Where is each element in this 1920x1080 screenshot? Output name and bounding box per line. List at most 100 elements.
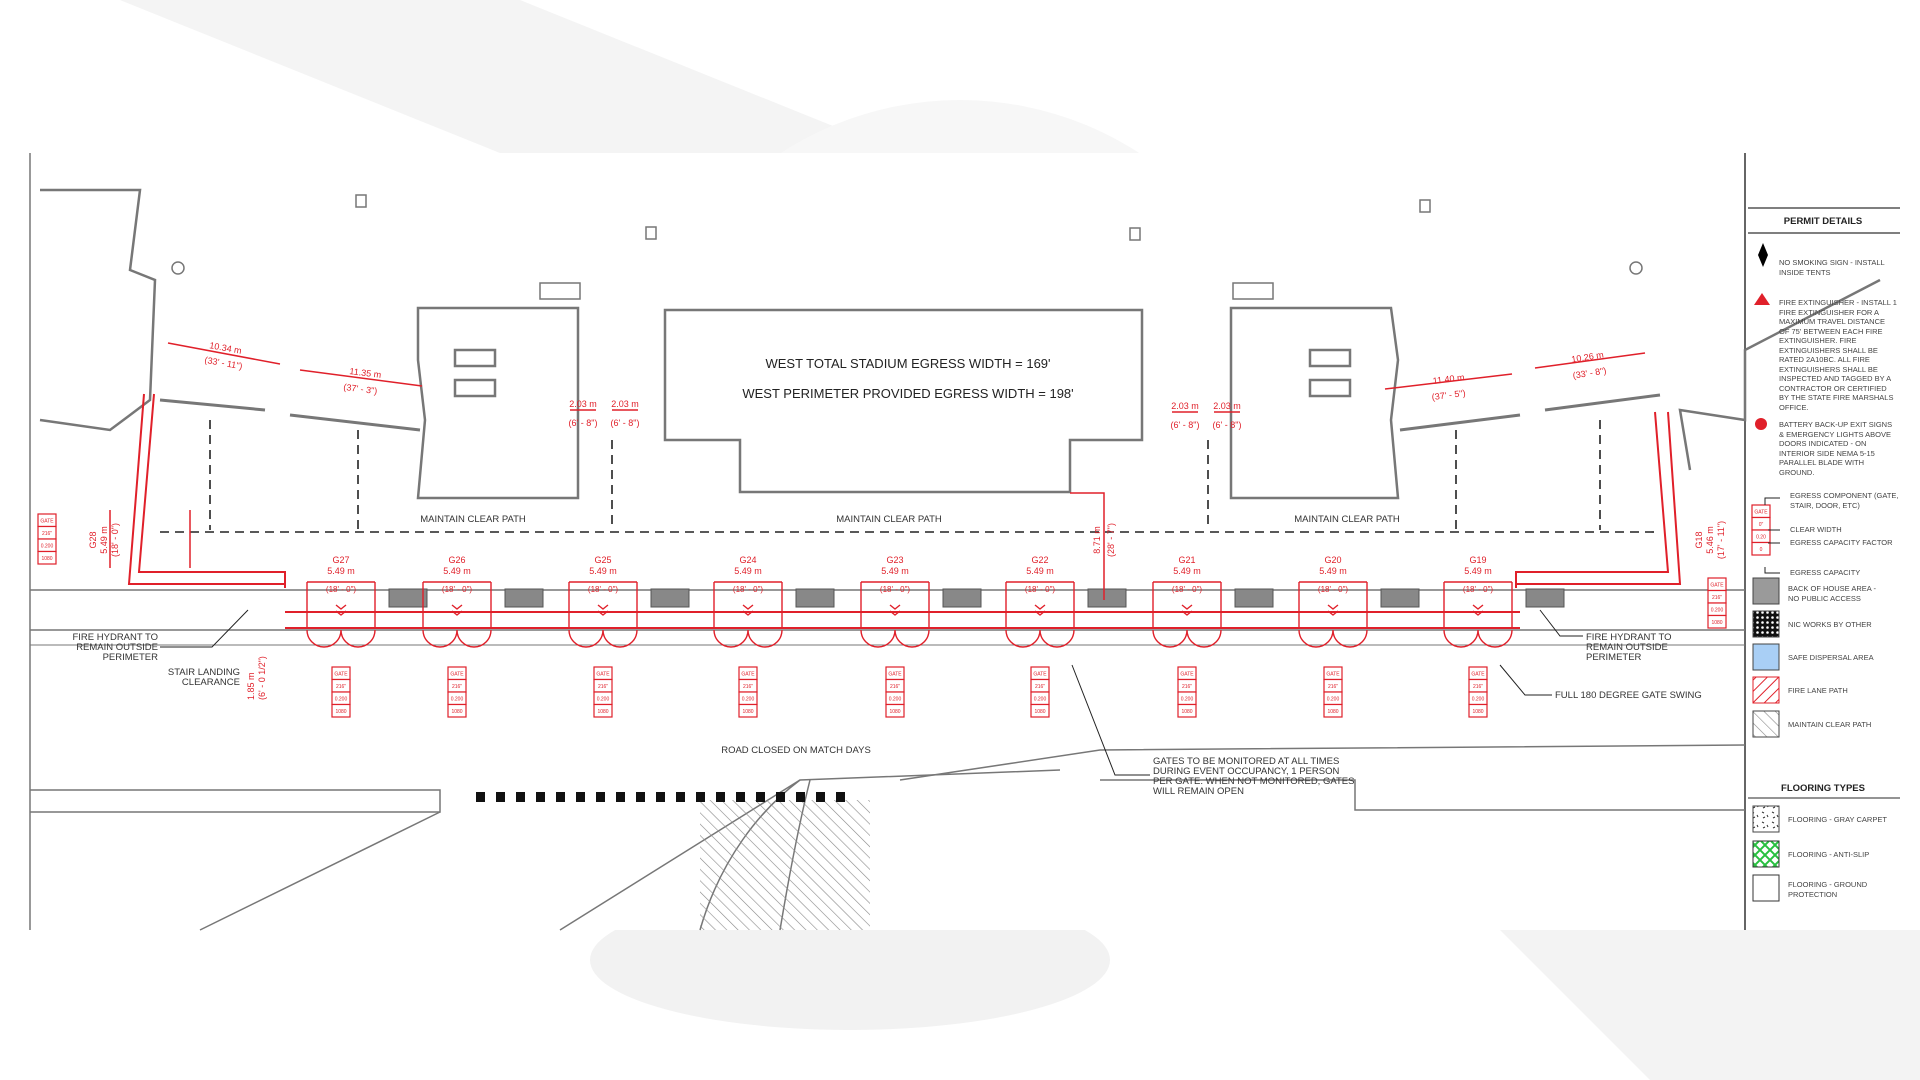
gate-box-factor: 0.200 — [597, 697, 610, 703]
gate-box-capacity: 1080 — [1472, 709, 1483, 715]
svg-text:REMAIN OUTSIDE: REMAIN OUTSIDE — [76, 642, 158, 653]
chevron-down-icon — [1181, 604, 1193, 616]
dimension-text: (6' - 8") — [1213, 420, 1242, 430]
gate-id: G21 — [1178, 555, 1195, 565]
gate-box-label: GATE — [1471, 672, 1485, 678]
carpet-swatch — [1752, 805, 1780, 833]
gate-box-capacity: 1080 — [335, 709, 346, 715]
svg-text:(18' - 0"): (18' - 0") — [110, 523, 120, 557]
barrier-block — [776, 792, 785, 802]
barrier-block — [676, 792, 685, 802]
legend-ground: FLOORING - GROUND PROTECTION — [1788, 880, 1868, 899]
gate-width-imperial: (18' - 0") — [1318, 585, 1348, 594]
svg-text:FIRE HYDRANT TO: FIRE HYDRANT TO — [1586, 632, 1672, 643]
fire-hydrant-left-note: FIRE HYDRANT TO REMAIN OUTSIDE PERIMETER — [72, 609, 249, 663]
clear-path-label: MAINTAIN CLEAR PATH — [1294, 514, 1400, 525]
gate-width-imperial: (18' - 0") — [326, 585, 356, 594]
svg-text:PERIMETER: PERIMETER — [1586, 652, 1642, 663]
gate-swing-arc — [306, 629, 376, 648]
gate-box-clear-width: 216" — [452, 684, 462, 690]
barrier-block — [836, 792, 845, 802]
dimension-text: 11.40 m — [1432, 372, 1465, 386]
gate-swing-arc — [422, 629, 492, 648]
clear-path-label: MAINTAIN CLEAR PATH — [420, 514, 526, 525]
gate-box-label: GATE — [888, 672, 902, 678]
fire-lane-swatch — [1752, 676, 1780, 704]
svg-text:PERIMETER: PERIMETER — [103, 652, 159, 663]
gate-box-factor: 0.20 — [1756, 535, 1766, 541]
anti-slip-swatch — [1752, 840, 1780, 868]
gate-box-label: GATE — [40, 519, 54, 525]
gate-box-factor: 0.200 — [1034, 697, 1047, 703]
gate-box-factor: 0.200 — [1472, 697, 1485, 703]
gate-box-factor: 0.200 — [1181, 697, 1194, 703]
gate-box-factor: 0.200 — [335, 697, 348, 703]
provided-egress-text: WEST PERIMETER PROVIDED EGRESS WIDTH = 1… — [742, 386, 1073, 401]
barrier-block — [536, 792, 545, 802]
kiosk — [942, 588, 982, 608]
gate-swing-arc — [1443, 629, 1513, 648]
gate-id: G25 — [594, 555, 611, 565]
gate-box-label: GATE — [1033, 672, 1047, 678]
dimension-text: (28' - 7") — [1106, 523, 1116, 557]
barrier-block — [616, 792, 625, 802]
legend-boh: BACK OF HOUSE AREA - NO PUBLIC ACCESS — [1788, 584, 1876, 603]
gate-width-imperial: (18' - 0") — [442, 585, 472, 594]
legend-dispersal: SAFE DISPERSAL AREA — [1788, 653, 1874, 662]
barrier-block — [596, 792, 605, 802]
fire-extinguisher-triangle-icon — [1754, 293, 1770, 305]
gate-box-capacity: 1080 — [742, 709, 753, 715]
gate-width-imperial: (18' - 0") — [733, 585, 763, 594]
gate-box-clear-width: 216" — [1473, 684, 1483, 690]
dimension-text: 2.03 m — [1213, 401, 1241, 411]
legend-clear-width: CLEAR WIDTH — [1790, 525, 1842, 534]
gate-box-label: GATE — [1710, 583, 1724, 589]
dimension-text: (6' - 8") — [1171, 420, 1200, 430]
gate-id: G19 — [1469, 555, 1486, 565]
gate-box-label: GATE — [1754, 510, 1768, 516]
gate-width-imperial: (18' - 0") — [880, 585, 910, 594]
gate-width-imperial: (18' - 0") — [1172, 585, 1202, 594]
legend-no-smoking: NO SMOKING SIGN - INSTALL INSIDE TENTS — [1779, 258, 1885, 277]
gate-id: G27 — [332, 555, 349, 565]
barrier-block — [576, 792, 585, 802]
dimension-text: (37' - 3") — [343, 382, 378, 396]
chevron-down-icon — [742, 604, 754, 616]
legend-capacity-factor: EGRESS CAPACITY FACTOR — [1790, 538, 1893, 547]
gate-box-label: GATE — [741, 672, 755, 678]
dimension-text: 2.03 m — [611, 399, 639, 409]
barrier-block — [816, 792, 825, 802]
gate-swing-arc — [1005, 629, 1075, 648]
gate-width: 5.49 m — [881, 566, 909, 576]
chevron-down-icon — [1327, 604, 1339, 616]
barrier-block — [516, 792, 525, 802]
gate-box-capacity: 1080 — [41, 556, 52, 562]
gate-box-factor: 0.200 — [1711, 608, 1724, 614]
barrier-block — [636, 792, 645, 802]
stair-landing-note: STAIR LANDING CLEARANCE 1.85 m (6' - 0 1… — [168, 656, 267, 700]
gate-box-factor: 0.200 — [41, 544, 54, 550]
road-closed-label: ROAD CLOSED ON MATCH DAYS — [721, 745, 871, 756]
gate-box-clear-width: 216" — [1328, 684, 1338, 690]
